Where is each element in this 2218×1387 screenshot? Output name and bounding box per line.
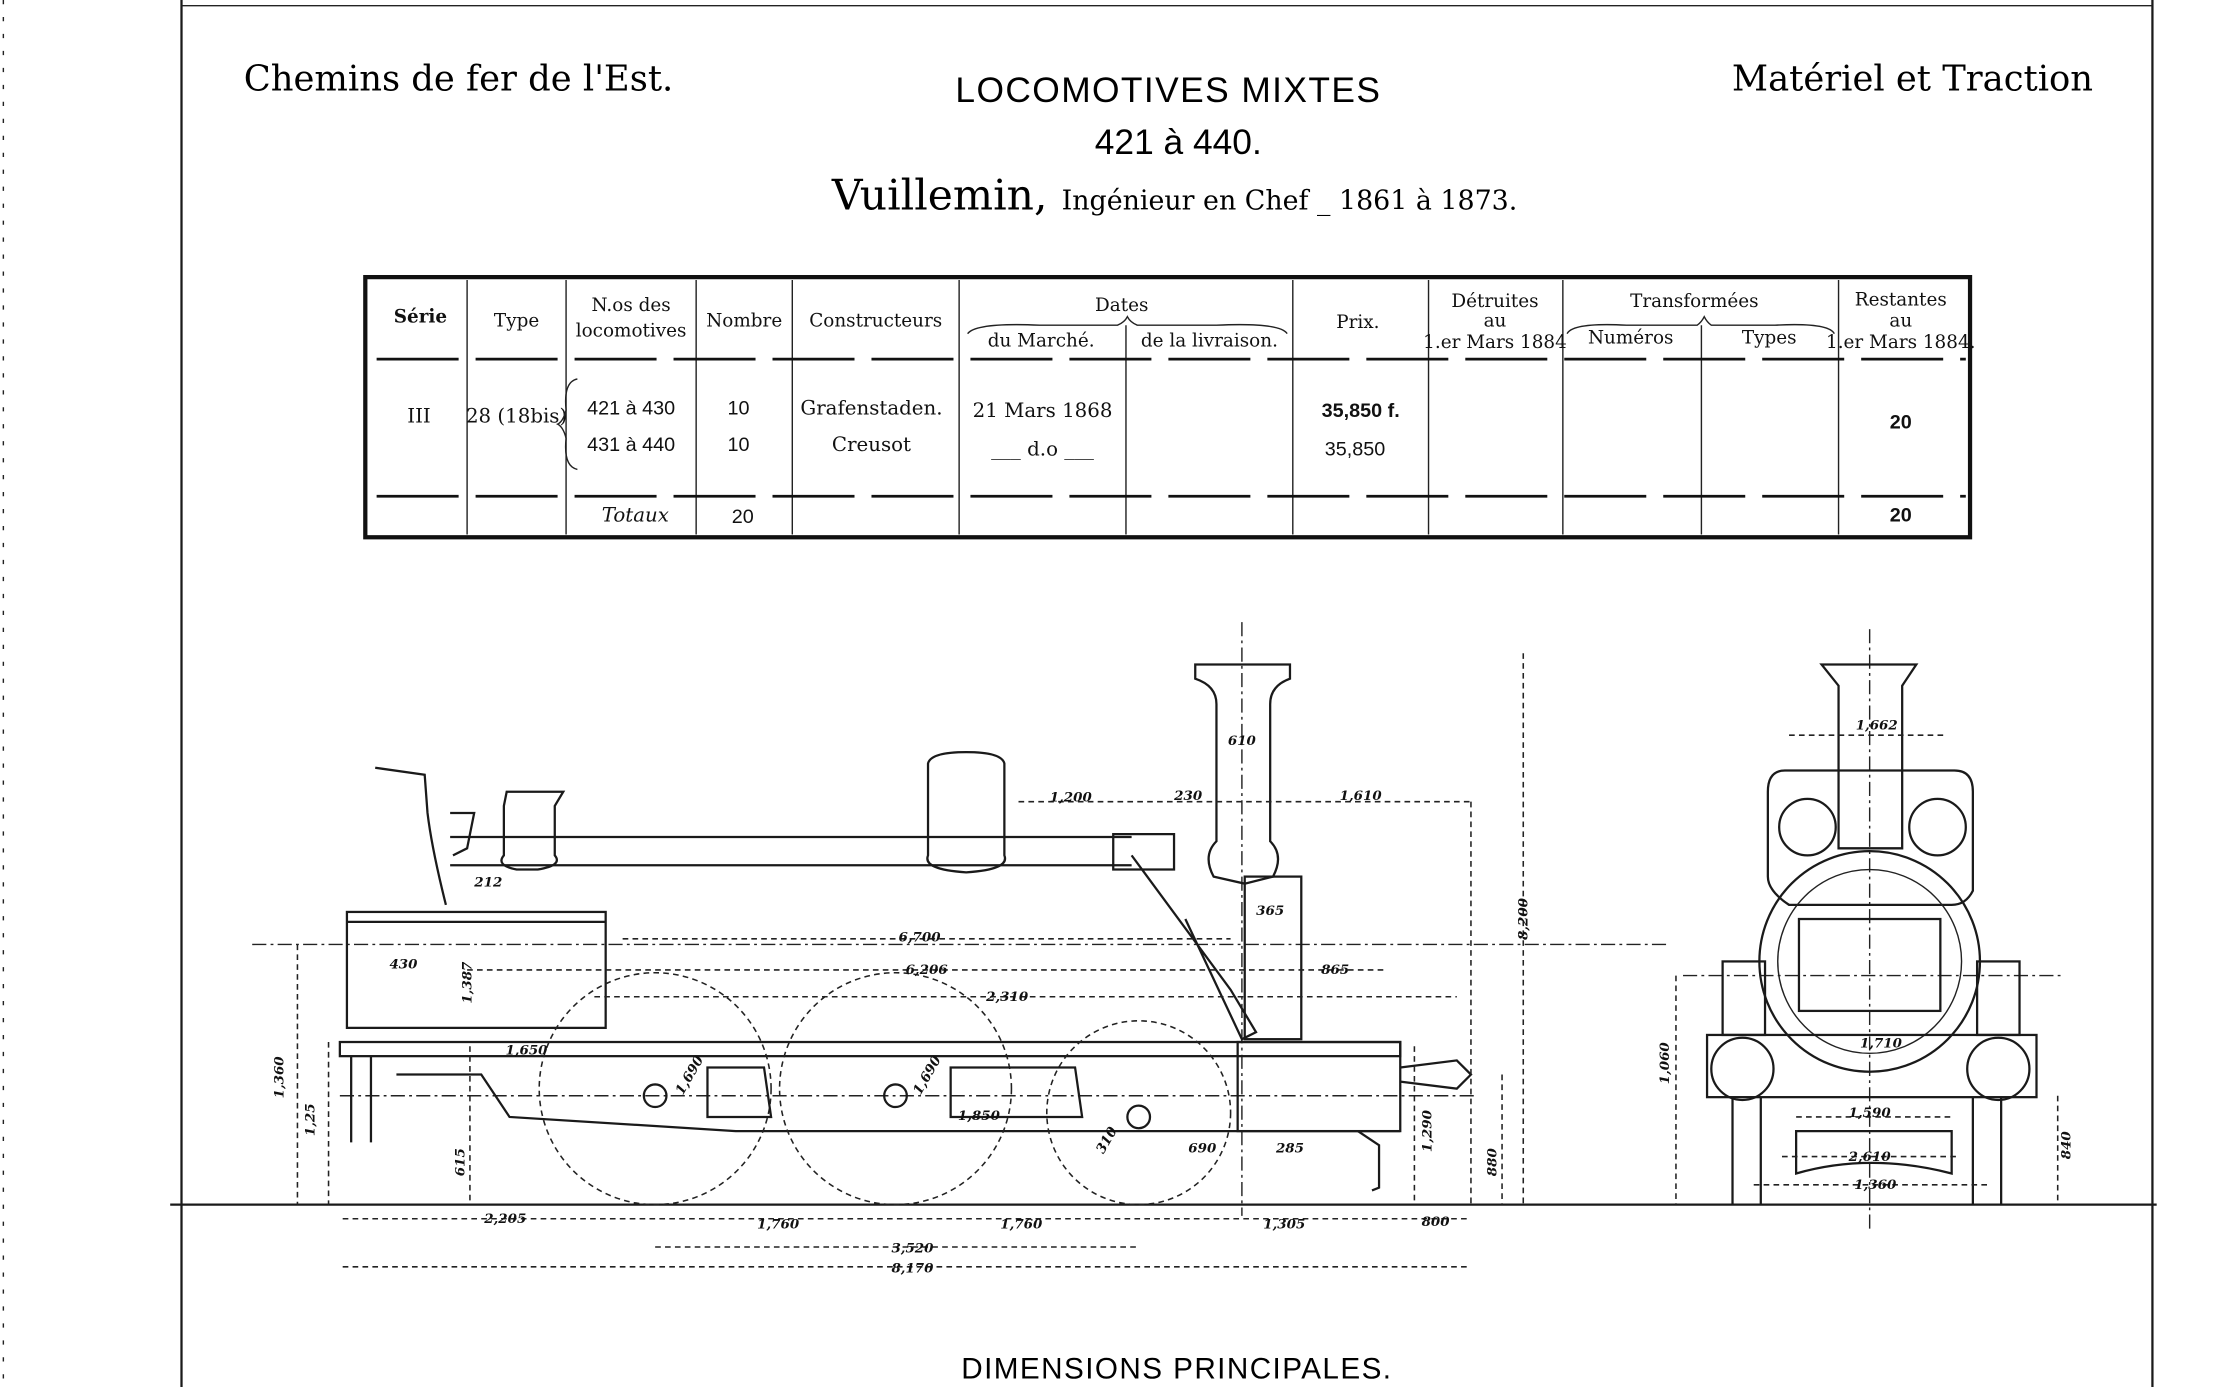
dim-label: 3,520 — [891, 1241, 934, 1257]
dim-label: 1,760 — [757, 1217, 800, 1233]
cell-nombre-1: 10 — [728, 397, 750, 419]
dim-label: 880 — [1484, 1148, 1500, 1177]
dim-label: 615 — [452, 1148, 468, 1176]
dim-label: 1,360 — [271, 1056, 287, 1099]
dim-label: 1,850 — [958, 1108, 1001, 1124]
dim-label: 840 — [2058, 1131, 2074, 1160]
col-transformees: Transformées — [1630, 291, 1759, 312]
col-constructeurs: Constructeurs — [809, 311, 942, 332]
dim-label: 1,590 — [1849, 1105, 1892, 1121]
driving-wheel-2 — [778, 971, 1013, 1206]
driving-wheel-1 — [538, 971, 772, 1206]
cell-marche-1: 21 Mars 1868 — [973, 399, 1113, 422]
col-nombre: Nombre — [706, 311, 782, 332]
engineer-name: Vuillemin, — [831, 171, 1048, 220]
dim-label: 610 — [1228, 733, 1257, 749]
cell-marche-2: ___ d.o ___ — [991, 437, 1094, 460]
cell-locos-2: 431 à 440 — [587, 434, 675, 456]
totals-restantes: 20 — [1890, 505, 1912, 527]
dim-label: 430 — [389, 956, 418, 972]
dim-label: 1,650 — [505, 1043, 548, 1059]
col-nos-2: locomotives — [576, 320, 687, 341]
col-detruites-3: 1.er Mars 1884 — [1423, 332, 1567, 353]
side-dimension-labels: 1,200 230 1,610 8,200 6,700 6,206 2,310 … — [271, 733, 1531, 1276]
totals-label: Totaux — [602, 504, 669, 527]
dim-label: 1,387 — [459, 961, 475, 1004]
col-serie: Série — [394, 306, 447, 327]
dim-label: 212 — [473, 874, 502, 890]
engineer-role: Ingénieur en Chef _ 1861 à 1873. — [1062, 185, 1518, 216]
front-elevation-drawing: 1,662 1,710 1,590 2,610 1,360 1,060 840 — [1657, 629, 2074, 1231]
cell-prix-1: 35,850 f. — [1322, 400, 1400, 422]
dim-label: 865 — [1321, 962, 1349, 978]
dim-label: 800 — [1422, 1214, 1451, 1230]
dim-label: 1,662 — [1856, 718, 1898, 734]
cell-prix-2: 35,850 — [1325, 438, 1386, 460]
brace — [556, 378, 578, 471]
col-du-marche: du Marché. — [988, 330, 1095, 351]
dim-label: 230 — [1173, 788, 1203, 804]
dim-label: 1,610 — [1340, 788, 1383, 804]
front-wheel — [1046, 1020, 1232, 1206]
footer-caption: DIMENSIONS PRINCIPALES. — [961, 1353, 1392, 1386]
engineer-line: Vuillemin, Ingénieur en Chef _ 1861 à 18… — [831, 171, 1517, 220]
col-type: Type — [494, 311, 539, 332]
col-types: Types — [1742, 328, 1797, 349]
rolling-stock-table: Série Type N.os des locomotives Nombre C… — [363, 274, 1975, 540]
dim-label: 6,700 — [899, 930, 942, 946]
dim-label: 2,310 — [985, 989, 1029, 1005]
dim-label: 6,206 — [906, 962, 949, 978]
dim-label: 1,710 — [1860, 1036, 1903, 1052]
dim-label: 690 — [1188, 1140, 1217, 1156]
dim-label: 1,760 — [1000, 1217, 1043, 1233]
header-left: Chemins de fer de l'Est. — [244, 58, 674, 99]
col-restantes-2: au — [1889, 311, 1912, 332]
cell-type: 28 (18bis) — [466, 405, 567, 428]
cell-restantes: 20 — [1890, 411, 1912, 433]
col-nos-1: N.os des — [592, 295, 671, 316]
col-prix: Prix. — [1336, 312, 1379, 333]
col-detruites-2: au — [1484, 311, 1507, 332]
dim-label: 2,610 — [1848, 1149, 1892, 1165]
dim-label: 285 — [1275, 1140, 1304, 1156]
col-numeros: Numéros — [1588, 328, 1674, 349]
col-restantes-1: Restantes — [1855, 289, 1947, 310]
dim-label: 1,690 — [672, 1053, 707, 1098]
col-livraison: de la livraison. — [1141, 330, 1278, 351]
dim-label: 1,200 — [1050, 790, 1093, 806]
dim-label: 2,205 — [483, 1211, 526, 1227]
col-detruites-1: Détruites — [1451, 291, 1538, 312]
side-elevation-drawing: 1,200 230 1,610 8,200 6,700 6,206 2,310 … — [170, 622, 2157, 1276]
buffer-beam — [1705, 1033, 2038, 1099]
dim-label: 8,200 — [1516, 897, 1532, 940]
header-right: Matériel et Traction — [1732, 58, 2093, 99]
dim-label: 1,690 — [910, 1053, 945, 1098]
cell-nombre-2: 10 — [728, 434, 750, 456]
col-dates: Dates — [1095, 295, 1148, 316]
dim-label: 8,170 — [891, 1260, 934, 1276]
cell-serie: III — [407, 405, 430, 428]
dim-label: 310 — [1093, 1124, 1121, 1157]
cell-constructeur-2: Creusot — [832, 433, 911, 456]
cell-constructeur-1: Grafenstaden. — [800, 396, 942, 419]
col-restantes-3: 1.er Mars 1884. — [1826, 332, 1975, 353]
dim-label: 1,305 — [1263, 1217, 1305, 1233]
dim-label: 1,290 — [1419, 1109, 1435, 1152]
cell-locos-1: 421 à 430 — [587, 397, 675, 419]
dim-label: 365 — [1256, 903, 1284, 919]
dim-label: 1,060 — [1657, 1042, 1673, 1085]
page-title: LOCOMOTIVES MIXTES — [955, 71, 1381, 110]
totals-nombre: 20 — [732, 506, 754, 528]
dim-label: 1,360 — [1854, 1177, 1897, 1193]
dim-label: 1,25 — [302, 1103, 318, 1136]
locomotive-numbers: 421 à 440. — [1095, 123, 1262, 162]
